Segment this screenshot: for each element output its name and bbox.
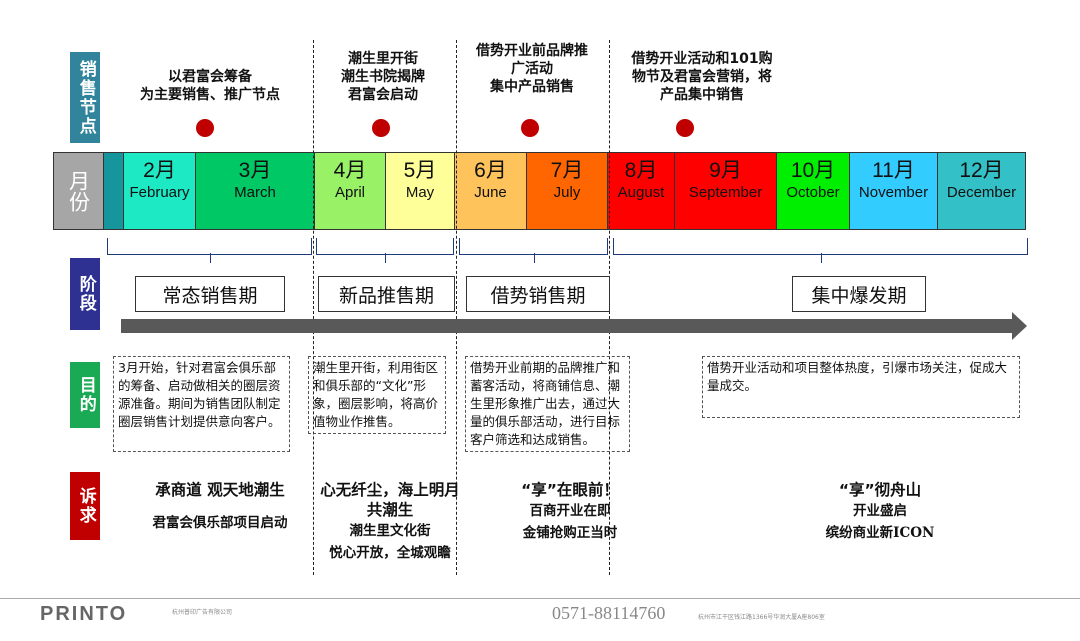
divider: [456, 40, 457, 575]
goal-2: 潮生里开街，利用街区和俱乐部的“文化”形象，圈层影响，将高价值物业作推售。: [308, 356, 446, 434]
goal-4: 借势开业活动和项目整体热度，引爆市场关注，促成大量成交。: [702, 356, 1020, 418]
month-number: 5月: [403, 159, 437, 182]
label-goal: 目的: [70, 362, 100, 428]
node-2: 潮生里开街潮生书院揭牌君富会启动: [341, 51, 425, 103]
node-dot: [676, 119, 694, 137]
month-name: June: [474, 184, 507, 201]
month-number: 10月: [790, 159, 836, 182]
month-number: 8月: [624, 159, 658, 182]
month-cell: 12月 December: [938, 152, 1026, 230]
month-cell: 7月 July: [527, 152, 608, 230]
stage-bracket: [459, 238, 608, 263]
month-number: 6月: [474, 159, 507, 182]
footer-rule: [0, 598, 1080, 599]
stage-1: 常态销售期: [135, 276, 285, 312]
label-sales-nodes: 销售节点: [70, 52, 100, 143]
goal-1: 3月开始，针对君富会俱乐部的筹备、启动做相关的圈层资源准备。期间为销售团队制定圈…: [113, 356, 290, 452]
appeal-3: “享”在眼前！百商开业在即金铺抢购正当时: [521, 481, 619, 541]
node-dot: [521, 119, 539, 137]
month-cell: 2月 February: [124, 152, 196, 230]
appeal-2: 心无纤尘，海上明月共潮生潮生里文化街悦心开放，全城观瞻: [320, 481, 460, 561]
arrow-head: [1012, 312, 1027, 340]
node-dot: [196, 119, 214, 137]
month-name: October: [786, 184, 840, 201]
stage-bracket: [107, 238, 312, 263]
month-cell: 5月 May: [386, 152, 455, 230]
footer-company: 杭州普印广告有限公司: [172, 609, 233, 616]
month-name: August: [617, 184, 665, 201]
month-cell: 9月 September: [675, 152, 777, 230]
month-number: 3月: [238, 159, 272, 182]
stage-bracket: [613, 238, 1028, 263]
appeal-4: “享”彻舟山开业盛启缤纷商业新ICON: [825, 481, 935, 541]
month-cell: 6月 June: [455, 152, 527, 230]
month-name: April: [334, 184, 365, 201]
month-number: 12月: [959, 159, 1004, 182]
divider: [313, 40, 314, 575]
node-1: 以君富会筹备为主要销售、推广节点: [140, 69, 280, 103]
appeal-1: 承商道 观天地潮生君富会俱乐部项目启动: [152, 481, 288, 531]
footer-logo: PRINTO: [40, 603, 128, 625]
month-name: February: [129, 184, 190, 201]
month-number: 7月: [550, 159, 584, 182]
month-number: 4月: [333, 159, 367, 182]
month-name: July: [553, 184, 581, 201]
node-3: 借势开业前品牌推广活动集中产品销售: [476, 43, 588, 95]
month-cell: 10月 October: [777, 152, 850, 230]
footer-phone: 0571-88114760: [552, 603, 666, 623]
month-name: November: [858, 184, 929, 201]
stage-3: 借势销售期: [466, 276, 610, 312]
stage-bracket: [316, 238, 454, 263]
month-name: September: [688, 184, 763, 201]
month-cell: 8月 August: [608, 152, 675, 230]
footer-address: 杭州市江干区钱江路1366号华润大厦A座806室: [698, 614, 825, 621]
month-label: 月份: [53, 152, 104, 230]
label-appeal: 诉求: [70, 472, 100, 540]
month-name: March: [234, 184, 276, 201]
month-cell: 3月 March: [196, 152, 315, 230]
month-cell: 4月 April: [315, 152, 386, 230]
month-cell: [104, 152, 124, 230]
month-number: 9月: [709, 159, 742, 182]
month-name: December: [946, 184, 1017, 201]
node-dot: [372, 119, 390, 137]
timeline-arrow: [121, 319, 1014, 333]
node-4: 借势开业活动和101购物节及君富会营销，将产品集中销售: [631, 51, 773, 103]
goal-3: 借势开业前期的品牌推广和蓄客活动，将商铺信息、潮生里形象推广出去，通过大量的俱乐…: [465, 356, 630, 452]
label-stage: 阶段: [70, 258, 100, 330]
stage-2: 新品推售期: [318, 276, 455, 312]
stage-4: 集中爆发期: [792, 276, 926, 312]
month-number: 2月: [143, 159, 176, 182]
month-cell: 11月 November: [850, 152, 938, 230]
month-number: 11月: [872, 159, 915, 182]
month-name: May: [405, 184, 435, 201]
